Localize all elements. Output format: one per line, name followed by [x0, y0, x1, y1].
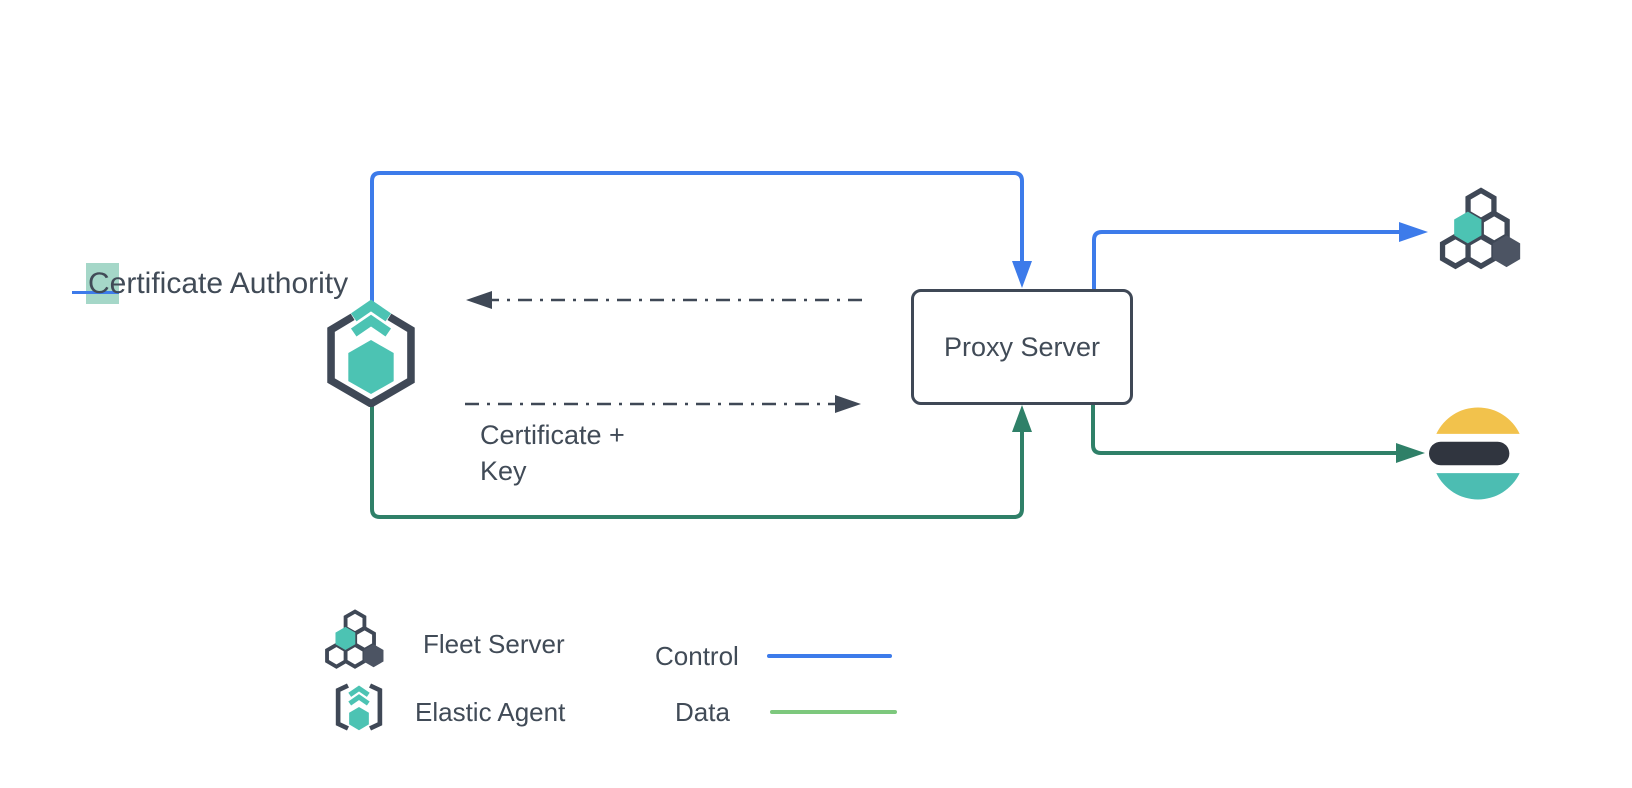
legend-fleet-server-icon [325, 609, 384, 669]
agent-chevron [350, 299, 392, 322]
ca-selection-underline [72, 291, 119, 294]
agent-hexagon [348, 340, 394, 395]
control-arrow-proxy-to-fleet [1092, 222, 1428, 290]
arrowhead-up-icon [1012, 405, 1032, 432]
elastic-agent-icon [327, 299, 415, 407]
bracket-right [369, 683, 383, 731]
certificate-key-arrow [465, 395, 861, 413]
legend-control-label: Control [655, 641, 739, 671]
control-arrow-agent-to-proxy [370, 171, 1032, 302]
proxy-server-label: Proxy Server [943, 331, 1101, 362]
legend-fleet-server-label: Fleet Server [423, 629, 565, 659]
legend-data-label: Data [675, 697, 730, 727]
arrowhead-right-icon [835, 395, 861, 413]
legend-control-line-sample [767, 654, 892, 658]
certificate-authority-label: Certificate Authority [88, 267, 349, 300]
certificate-key-label: Certificate + Key [480, 420, 625, 486]
arrowhead-right-icon [1399, 222, 1428, 242]
legend-elastic-agent-icon [335, 683, 383, 731]
arrowhead-right-icon [1396, 443, 1425, 463]
es-yellow-segment [1436, 407, 1520, 434]
elasticsearch-icon [1429, 407, 1520, 500]
proxy-server-node: Proxy Server [911, 289, 1133, 405]
certificate-request-arrow [466, 291, 862, 309]
agent-chevron [350, 314, 392, 337]
fleet-dark-hexagon [1492, 235, 1521, 268]
legend-elastic-agent-label: Elastic Agent [415, 697, 566, 727]
fleet-server-icon [1439, 187, 1521, 270]
arrowhead-down-icon [1012, 261, 1032, 288]
arrowhead-left-icon [466, 291, 492, 309]
data-arrow-proxy-to-elasticsearch [1091, 404, 1425, 463]
es-dark-bar [1429, 441, 1510, 466]
ca-selection-highlight [86, 263, 119, 304]
data-arrow-agent-to-proxy [370, 402, 1032, 519]
bracket-left [335, 683, 349, 731]
legend-data-line-sample [770, 710, 897, 714]
es-teal-segment [1436, 473, 1520, 500]
fleet-teal-hexagon [1454, 211, 1482, 244]
agent-frame [327, 313, 415, 407]
